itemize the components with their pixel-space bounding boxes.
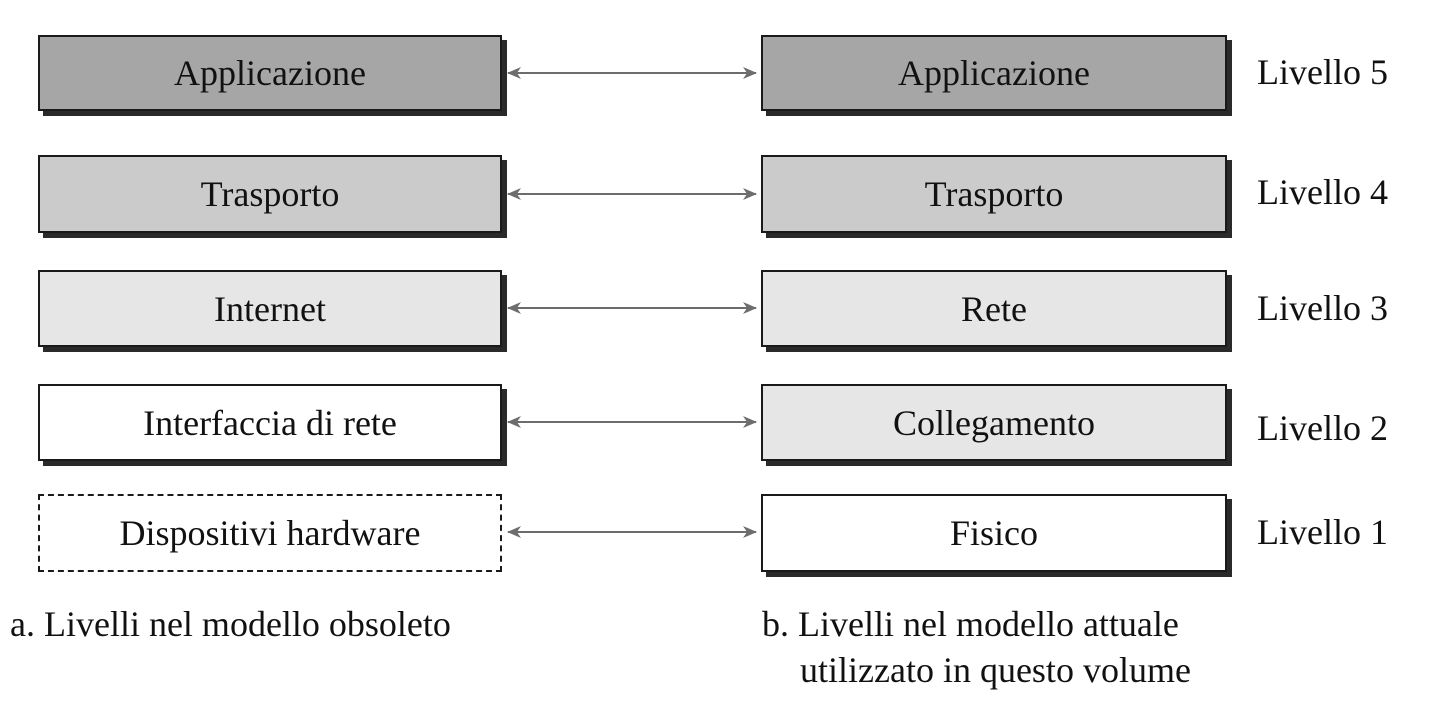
caption-new-model-line1: b. Livelli nel modello attuale — [762, 604, 1179, 644]
new-layer-label: Collegamento — [893, 402, 1095, 443]
old-layer-internet: Internet — [38, 270, 502, 347]
new-layer-transport: Trasporto — [761, 155, 1227, 233]
new-layer-data-link: Collegamento — [761, 384, 1227, 461]
level-5-label: Livello 5 — [1257, 52, 1388, 92]
old-layer-transport: Trasporto — [38, 155, 502, 233]
level-4-label: Livello 4 — [1257, 172, 1388, 212]
old-layer-network-interface: Interfaccia di rete — [38, 384, 502, 461]
level-1-label: Livello 1 — [1257, 512, 1388, 552]
old-layer-label: Internet — [214, 288, 326, 329]
new-layer-network: Rete — [761, 270, 1227, 347]
new-layer-label: Fisico — [949, 513, 1038, 553]
old-layer-label: Dispositivi hardware — [119, 513, 421, 553]
level-3-label: Livello 3 — [1257, 288, 1388, 328]
old-layer-application: Applicazione — [38, 35, 502, 111]
old-layer-label: Trasporto — [200, 174, 340, 214]
old-layer-label: Applicazione — [174, 53, 366, 93]
new-layer-application: Applicazione — [761, 35, 1227, 111]
old-layer-hardware-devices: Dispositivi hardware — [38, 494, 502, 572]
caption-old-model: a. Livelli nel modello obsoleto — [10, 604, 451, 644]
level-2-label: Livello 2 — [1257, 408, 1388, 448]
caption-new-model-line2: utilizzato in questo volume — [800, 650, 1191, 690]
new-layer-physical: Fisico — [761, 494, 1227, 572]
old-layer-label: Interfaccia di rete — [143, 402, 397, 443]
new-layer-label: Trasporto — [924, 174, 1064, 214]
new-layer-label: Rete — [961, 288, 1027, 329]
new-layer-label: Applicazione — [898, 53, 1090, 93]
